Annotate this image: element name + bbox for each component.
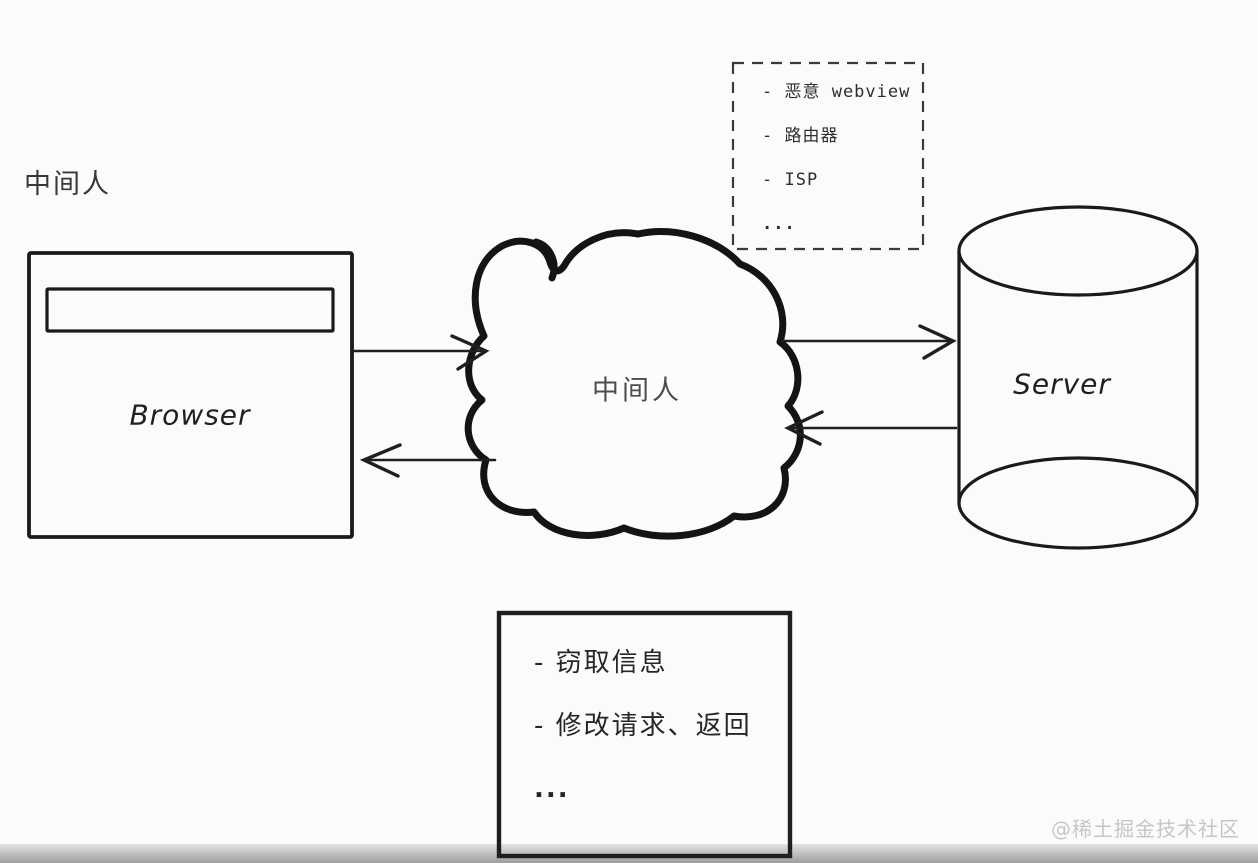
arrow-browser-to-middleman [351, 334, 490, 371]
list-item-ellipsis: ... [534, 774, 570, 804]
arrow-middleman-to-server [781, 324, 957, 360]
server-cylinder [957, 205, 1199, 550]
middleman-examples-list: - 恶意 webview - 路由器 - ISP ... [762, 78, 910, 254]
attack-behaviors-box [496, 610, 793, 859]
watermark: @稀土掘金技术社区 [1051, 817, 1240, 841]
arrow-middleman-to-browser [359, 443, 497, 478]
list-item: - 修改请求、返回 [534, 711, 752, 741]
bottom-bar [0, 844, 1258, 863]
server-node-label: Server [1013, 367, 1111, 401]
cloud-curl-stroke [532, 238, 558, 282]
browser-box [27, 251, 354, 539]
page-title: 中间人 [24, 169, 111, 200]
browser-address-bar [45, 287, 335, 333]
arrow-server-to-middleman [784, 410, 958, 446]
middleman-node-label: 中间人 [592, 375, 682, 407]
list-item-ellipsis: ... [762, 214, 796, 234]
attack-behaviors-list: - 窃取信息 - 修改请求、返回 ... [534, 646, 752, 835]
middleman-examples-box [731, 61, 925, 251]
list-item: - 恶意 webview [762, 82, 911, 102]
browser-node-label: Browser [129, 398, 251, 432]
list-item: - 路由器 [762, 126, 839, 146]
list-item: - 窃取信息 [534, 648, 668, 678]
list-item: - ISP [762, 170, 819, 190]
